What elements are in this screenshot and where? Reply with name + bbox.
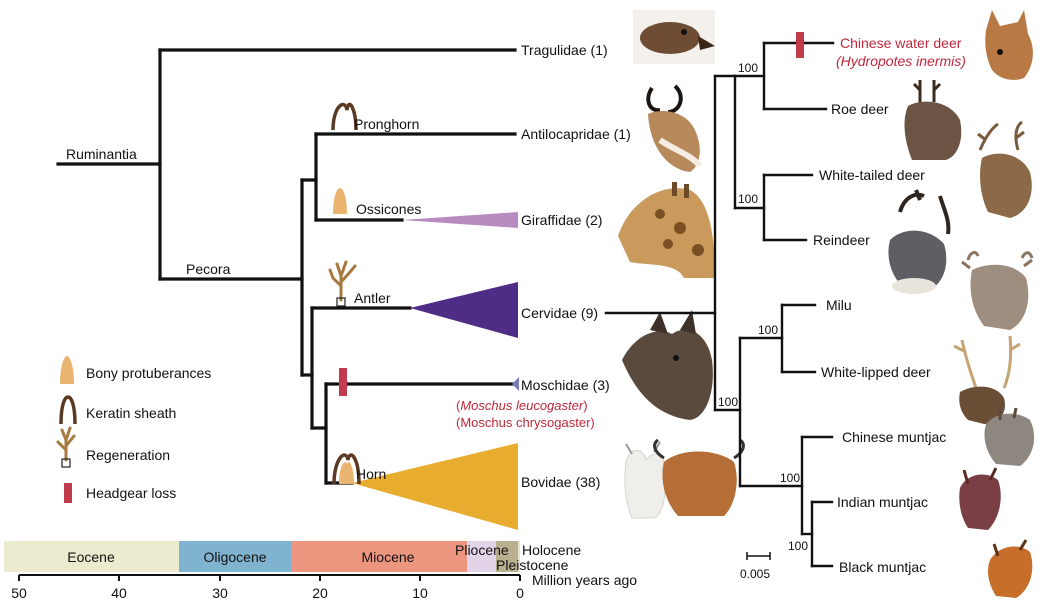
pronghorn-keratin-icon — [331, 102, 358, 131]
trait-antler-label: Antler — [354, 290, 391, 306]
species-milu: Milu — [826, 297, 852, 313]
ruminantia-label: Ruminantia — [66, 146, 137, 162]
tragulidae-photo — [633, 10, 715, 64]
legend: Bony protuberances Keratin sheath Regene… — [56, 356, 211, 503]
right-deer-images — [888, 10, 1035, 598]
tick-20: 20 — [312, 585, 328, 601]
chinese-water-deer-photo — [985, 10, 1033, 80]
tick-0: 0 — [516, 585, 524, 601]
epoch-pliocene-label: Pliocene — [455, 542, 509, 558]
family-tragulidae: Tragulidae (1) — [521, 42, 608, 58]
bootstrap-5: 100 — [788, 539, 808, 553]
species-chinese-water-deer: Chinese water deer — [840, 35, 962, 51]
epoch-pleistocene-label: Pleistocene — [496, 557, 569, 573]
pecora-label: Pecora — [186, 261, 231, 277]
bovidae-cow-photo — [653, 438, 745, 516]
species-reindeer: Reindeer — [813, 232, 870, 248]
milu-photo — [961, 251, 1034, 330]
moschidae-triangle — [512, 377, 519, 391]
legend-label-0: Bony protuberances — [86, 365, 211, 381]
species-white-tailed-deer: White-tailed deer — [819, 167, 925, 183]
trait-pronghorn-label: Pronghorn — [354, 116, 419, 132]
epoch-pliocene — [467, 541, 496, 572]
roe-deer-photo — [904, 80, 962, 160]
tick-50: 50 — [11, 585, 27, 601]
family-moschidae: Moschidae (3) — [521, 377, 610, 393]
trait-ossicones-label: Ossicones — [356, 201, 421, 217]
reindeer-photo — [888, 189, 951, 294]
moschus-leucogaster: (Moschus leucogaster) — [456, 398, 588, 413]
axis-label: Million years ago — [532, 572, 637, 588]
epoch-holocene-label: Holocene — [522, 542, 581, 558]
geologic-timescale: Eocene Oligocene Miocene Pliocene Pleist… — [4, 541, 637, 601]
moschidae-photo — [622, 310, 713, 420]
bootstrap-4: 100 — [780, 471, 800, 485]
epoch-pleistocene — [496, 541, 518, 572]
bony-protuberance-icon — [60, 356, 74, 384]
scale-bar-label: 0.005 — [740, 567, 770, 581]
moschidae-headgear-loss-mark — [339, 368, 347, 396]
cervidae-triangle — [410, 282, 518, 338]
left-animal-images — [618, 10, 745, 519]
epoch-eocene — [4, 541, 179, 572]
species-black-muntjac: Black muntjac — [839, 559, 926, 575]
black-muntjac-photo — [988, 539, 1033, 598]
family-bovidae: Bovidae (38) — [521, 474, 600, 490]
epoch-miocene — [291, 541, 467, 572]
species-white-lipped-deer: White-lipped deer — [821, 364, 931, 380]
indian-muntjac-photo — [959, 467, 1001, 530]
epoch-oligocene — [179, 541, 291, 572]
bootstrap-3: 100 — [718, 395, 738, 409]
scale-bar: 0.005 — [740, 552, 771, 581]
species-indian-muntjac: Indian muntjac — [837, 494, 928, 510]
tick-40: 40 — [111, 585, 127, 601]
species-chinese-muntjac: Chinese muntjac — [842, 429, 946, 445]
headgear-loss-icon — [64, 483, 72, 503]
giraffidae-photo — [618, 182, 715, 278]
species-roe-deer: Roe deer — [831, 101, 889, 117]
antler-icon — [328, 260, 357, 307]
bootstrap-0: 100 — [738, 61, 758, 75]
keratin-sheath-icon — [59, 395, 77, 425]
left-tree-branches — [56, 48, 517, 485]
family-cervidae: Cervidae (9) — [521, 305, 598, 321]
bovidae-triangle — [352, 443, 518, 530]
species-hydropotes-inermis: (Hydropotes inermis) — [836, 53, 966, 69]
epoch-miocene-label: Miocene — [362, 549, 415, 565]
white-lipped-deer-photo — [953, 335, 1021, 424]
family-antilocapridae: Antilocapridae (1) — [521, 126, 631, 142]
legend-label-3: Headgear loss — [86, 485, 176, 501]
giraffidae-triangle — [402, 212, 518, 228]
antler-regeneration-icon — [56, 426, 76, 468]
epoch-holocene — [518, 541, 520, 572]
legend-label-2: Regeneration — [86, 447, 170, 463]
ossicone-icon — [333, 188, 347, 214]
bovidae-goat-photo — [624, 441, 666, 519]
legend-label-1: Keratin sheath — [86, 405, 176, 421]
moschus-chrysogaster: (Moschus chrysogaster) — [456, 415, 595, 430]
antilocapridae-photo — [646, 84, 703, 172]
epoch-oligocene-label: Oligocene — [203, 549, 266, 565]
bootstrap-1: 100 — [738, 192, 758, 206]
trait-horn-label: Horn — [356, 466, 386, 482]
tick-30: 30 — [212, 585, 228, 601]
white-tailed-deer-photo — [977, 120, 1032, 218]
chinese-muntjac-photo — [984, 407, 1035, 466]
horn-keratin-icon — [332, 453, 361, 485]
bootstrap-2: 100 — [758, 323, 778, 337]
family-giraffidae: Giraffidae (2) — [521, 212, 602, 228]
water-deer-headgear-loss-mark — [796, 32, 804, 58]
epoch-eocene-label: Eocene — [67, 549, 115, 565]
tick-10: 10 — [412, 585, 428, 601]
